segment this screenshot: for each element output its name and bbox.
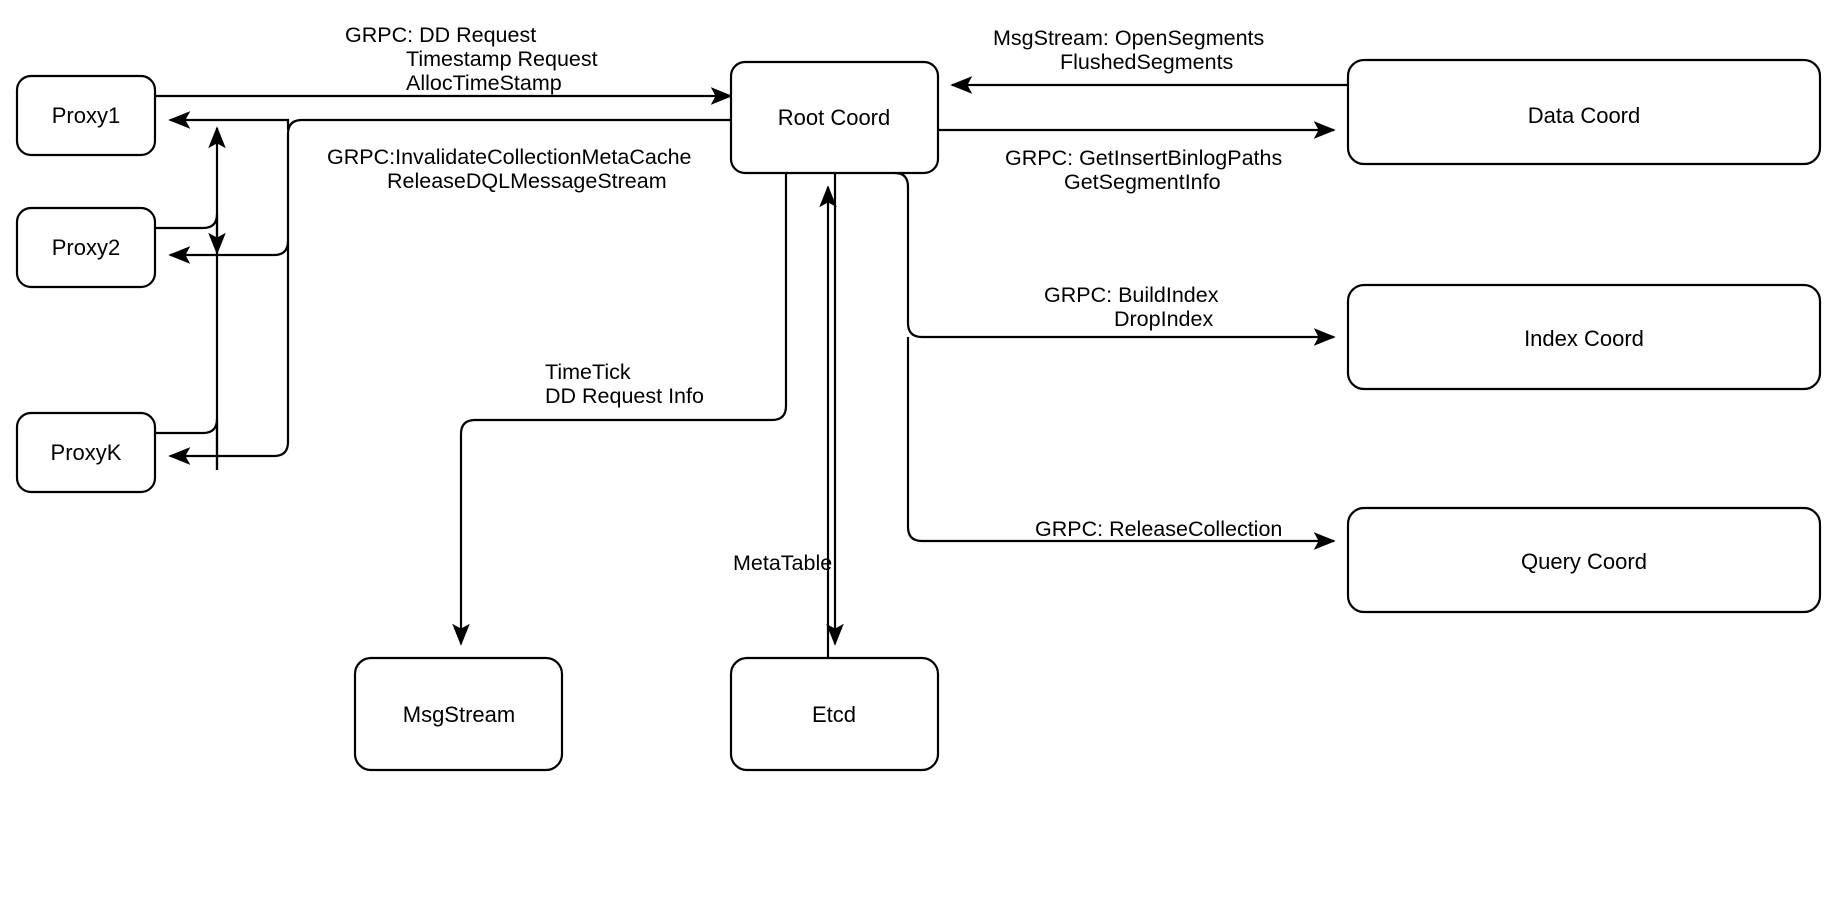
label-rootcoord-to-proxy-line2: ReleaseDQLMessageStream <box>387 169 667 193</box>
label-rootcoord-etcd-line1: MetaTable <box>733 551 832 575</box>
label-proxy-to-rootcoord-line3: AllocTimeStamp <box>406 71 562 95</box>
node-etcd-label: Etcd <box>812 702 856 727</box>
node-msgstream-label: MsgStream <box>403 702 515 727</box>
label-rootcoord-to-datacoord-line2: GetSegmentInfo <box>1064 170 1221 194</box>
edge-proxy2-feed <box>155 213 226 255</box>
edge-rootcoord-to-querycoord <box>906 337 1336 550</box>
node-msgstream-box[interactable] <box>353 656 564 772</box>
node-proxyk-label: ProxyK <box>51 440 122 465</box>
label-rootcoord-to-indexcoord: GRPC: BuildIndex DropIndex <box>1044 283 1219 331</box>
edge-layer <box>155 76 1348 658</box>
node-datacoord-label: Data Coord <box>1528 103 1641 128</box>
label-rootcoord-to-datacoord: GRPC: GetInsertBinlogPaths GetSegmentInf… <box>1005 146 1282 194</box>
label-rootcoord-to-proxy: GRPC:InvalidateCollectionMetaCache Relea… <box>327 145 691 193</box>
node-proxy1-label: Proxy1 <box>52 103 120 128</box>
edge-rootcoord-to-indexcoord <box>894 171 1336 346</box>
node-etcd[interactable]: Etcd <box>729 656 940 772</box>
node-querycoord-label: Query Coord <box>1521 549 1647 574</box>
node-rootcoord-label: Root Coord <box>778 105 891 130</box>
node-msgstream[interactable]: MsgStream <box>353 656 564 772</box>
node-rootcoord-box[interactable] <box>729 60 940 175</box>
node-querycoord-box[interactable] <box>1346 506 1822 614</box>
label-rootcoord-to-msgstream: TimeTick DD Request Info <box>545 360 704 408</box>
label-datacoord-to-rootcoord-line1: MsgStream: OpenSegments <box>993 26 1264 50</box>
edge-label-layer: GRPC: DD Request Timestamp Request Alloc… <box>327 23 1282 575</box>
node-proxy1-box[interactable] <box>15 74 157 157</box>
label-rootcoord-etcd: MetaTable <box>733 551 832 575</box>
node-indexcoord[interactable]: Index Coord <box>1346 283 1822 391</box>
node-indexcoord-label: Index Coord <box>1524 326 1644 351</box>
label-rootcoord-to-msgstream-line1: TimeTick <box>545 360 631 384</box>
node-datacoord-box[interactable] <box>1346 58 1822 166</box>
label-rootcoord-to-proxy-line1: GRPC:InvalidateCollectionMetaCache <box>327 145 691 169</box>
label-proxy-to-rootcoord-line1: GRPC: DD Request <box>345 23 536 47</box>
label-rootcoord-to-datacoord-line1: GRPC: GetInsertBinlogPaths <box>1005 146 1282 170</box>
node-querycoord[interactable]: Query Coord <box>1346 506 1822 614</box>
edge-rootcoord-to-msgstream <box>452 173 788 646</box>
node-proxy2-label: Proxy2 <box>52 235 120 260</box>
node-proxyk-box[interactable] <box>15 411 157 494</box>
node-indexcoord-box[interactable] <box>1346 283 1822 391</box>
node-proxy2-box[interactable] <box>15 206 157 289</box>
node-proxy2[interactable]: Proxy2 <box>15 206 157 289</box>
label-rootcoord-to-indexcoord-line2: DropIndex <box>1114 307 1213 331</box>
label-datacoord-to-rootcoord-line2: FlushedSegments <box>1060 50 1233 74</box>
edge-return-to-proxy1 <box>168 111 290 130</box>
label-rootcoord-to-msgstream-line2: DD Request Info <box>545 384 704 408</box>
edge-return-to-proxy2 <box>168 240 290 264</box>
node-layer: Proxy1 Proxy2 ProxyK Root Coord Data Coo… <box>15 58 1822 772</box>
node-rootcoord[interactable]: Root Coord <box>729 60 940 175</box>
label-rootcoord-to-indexcoord-line1: GRPC: BuildIndex <box>1044 283 1219 307</box>
label-rootcoord-to-querycoord-line1: GRPC: ReleaseCollection <box>1035 517 1282 541</box>
node-proxyk[interactable]: ProxyK <box>15 411 157 494</box>
node-proxy1[interactable]: Proxy1 <box>15 74 157 157</box>
label-proxy-to-rootcoord: GRPC: DD Request Timestamp Request Alloc… <box>345 23 598 95</box>
node-etcd-box[interactable] <box>729 656 940 772</box>
node-datacoord[interactable]: Data Coord <box>1346 58 1822 166</box>
label-datacoord-to-rootcoord: MsgStream: OpenSegments FlushedSegments <box>993 26 1264 74</box>
edge-rootcoord-to-proxies-trunk <box>168 118 731 465</box>
edge-proxyk-feed <box>155 418 219 470</box>
label-proxy-to-rootcoord-line2: Timestamp Request <box>406 47 598 71</box>
label-rootcoord-to-querycoord: GRPC: ReleaseCollection <box>1035 517 1282 541</box>
